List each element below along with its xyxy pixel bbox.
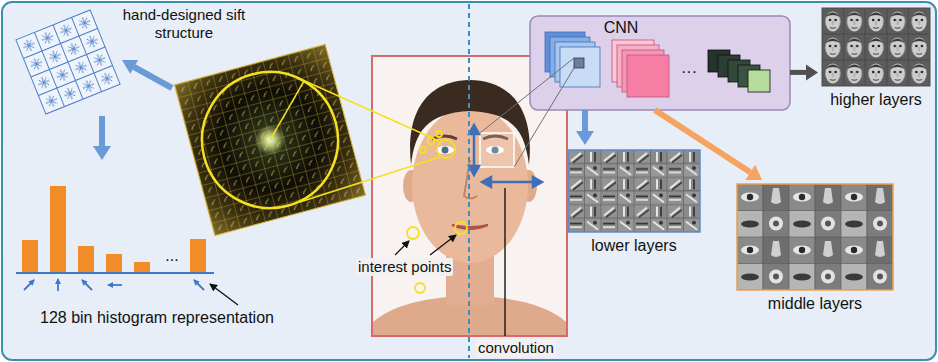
sift-structure: hand-designed sift structure [14,4,250,116]
face-photo [452,225,488,229]
sift-image [174,44,365,235]
annotation: interest points [356,258,453,276]
node-title: CNN [596,18,646,37]
grid-label: higher layers [820,90,932,109]
convolution-arrows [482,177,491,187]
sift-grid [16,10,120,114]
interest-point-circles [420,147,426,153]
sift-zoom-lines [300,157,440,202]
receptive-field-lines [480,58,574,133]
sift-grid [16,10,120,114]
ellipsis: ... [152,246,192,265]
flow-arrow [122,60,172,88]
histogram: ... [12,160,228,296]
sift-image [258,81,317,140]
histogram-bars [24,280,34,290]
arrow-head [806,64,818,80]
face-photo [432,136,457,139]
arrow-head [93,146,111,160]
histogram-bars [194,280,204,290]
arrow-head [576,131,594,145]
leader-line [395,235,456,255]
feature-stack [748,70,770,92]
sift-zoom-lines [296,77,440,202]
feature-grid [822,8,930,86]
sift-image [174,44,365,235]
arrow-head [745,165,762,180]
histogram-bars [16,186,214,291]
connector-line [655,110,751,172]
sift-image [187,57,354,224]
convolution-arrows [473,133,476,167]
grid-label: middle layers [733,294,897,313]
connector-arrow [93,116,111,160]
feature-grid-box: lower layers [565,145,703,263]
connector-arrow [576,110,594,145]
face-photo [442,147,449,154]
feature-grid-box: middle layers [733,180,897,322]
ellipsis: ··· [673,62,705,81]
histogram-bars [50,186,66,272]
leader-line [430,235,456,255]
feature-grid [737,184,893,290]
node-title: hand-designed sift structure [114,6,254,42]
histogram-bars [16,272,214,274]
annotation: 128 bin histogram representation [40,308,274,327]
cnn-box-outline [530,16,790,110]
histogram-bars [108,284,122,286]
interest-point-circles [407,227,419,239]
leader-line [210,284,238,305]
flow-arrow [122,60,138,74]
connector-line [582,110,588,131]
histogram-bars [106,254,122,272]
feature-grid-box: higher layers [818,4,934,118]
connector-line [790,70,806,75]
feature-stack [612,40,669,97]
sift-image [174,44,365,235]
grid-label: lower layers [565,236,703,255]
feature-stack [627,55,669,97]
annotation: convolution [476,339,556,357]
convolution-arrows [469,125,542,187]
interest-point-circles [437,140,455,158]
connector-line [99,116,105,146]
leader-line [504,188,506,336]
face-photo [480,133,514,167]
histogram-bars [57,279,59,291]
feature-stack [708,50,770,92]
sift-grid [16,10,120,114]
interest-point-circles [436,131,442,137]
receptive-field-lines [514,68,574,167]
histogram-bars [190,239,206,272]
histogram-bars [78,246,94,272]
histogram-bars [82,280,92,290]
feature-stack [574,58,584,68]
flow-arrow [134,67,172,88]
leader-line [395,241,409,255]
interest-point-circles [455,222,467,234]
divider-line [468,4,470,358]
connector-arrow [655,110,762,180]
convolution-arrows [469,166,479,175]
sift-image [174,44,365,235]
convolution-arrows [533,177,542,187]
convolution-arrows [469,125,479,134]
feature-grid [568,150,700,232]
convolution-arrows [490,181,534,184]
sift-zoom-lines [296,77,439,141]
connector-arrow [790,64,818,80]
histogram-bars [22,240,38,272]
cnn-box: CNN ··· [530,16,790,110]
sift-grid [16,10,120,114]
histogram-bars [134,262,150,272]
interest-point-circles [415,283,425,293]
receptive-field-lines [480,58,574,167]
